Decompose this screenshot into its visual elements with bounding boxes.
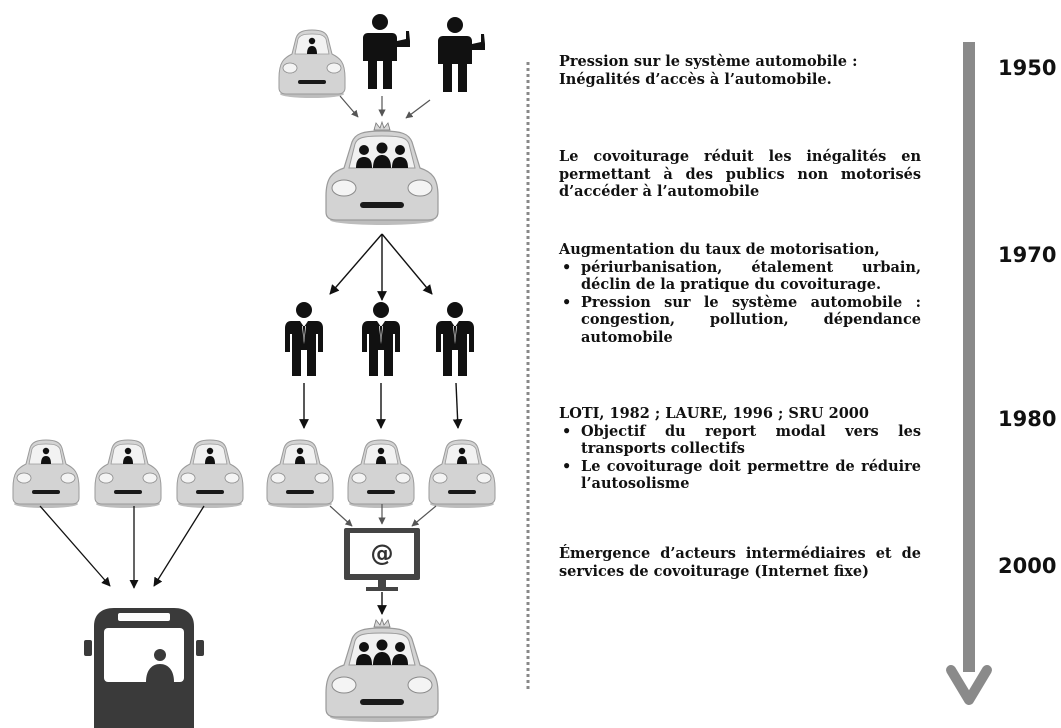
- text-block-4: LOTI, 1982 ; LAURE, 1996 ; SRU 2000 Obje…: [559, 405, 921, 493]
- block3-bullet: périurbanisation, étalement urbain, décl…: [559, 259, 921, 294]
- small-car-icon: [12, 439, 80, 509]
- businessman-icon: [285, 302, 323, 376]
- person-thumbs-up-icon: [363, 14, 410, 89]
- text-block-2: Le covoiturage réduit les inégalités en …: [559, 148, 921, 200]
- monitor-at-symbol: @: [371, 541, 394, 567]
- year-label: 1980: [998, 407, 1057, 431]
- arrow-icon: [329, 233, 383, 295]
- arrow-icon: [405, 99, 431, 119]
- person-thumbs-up-icon: [438, 17, 485, 92]
- businessman-icon: [362, 302, 400, 376]
- arrow-icon: [329, 505, 353, 527]
- text-block-1: Pression sur le système automobile : Iné…: [559, 53, 921, 88]
- small-car-icon: [94, 439, 162, 509]
- big-carpool-car-icon: [325, 618, 439, 723]
- arrow-icon: [411, 505, 437, 527]
- block3-heading: Augmentation du taux de motorisation,: [559, 241, 880, 258]
- arrow-icon: [339, 95, 359, 118]
- arrow-icon: [153, 505, 205, 587]
- block4-heading: LOTI, 1982 ; LAURE, 1996 ; SRU 2000: [559, 405, 869, 422]
- bus-icon: [84, 608, 204, 728]
- small-car-icon: [266, 439, 334, 509]
- block1-line-2: Inégalités d’accès à l’automobile.: [559, 70, 832, 88]
- small-car-icon: [347, 439, 415, 509]
- small-car-icon: [176, 439, 244, 509]
- businessman-icon: [436, 302, 474, 376]
- year-label: 2000: [998, 554, 1057, 578]
- block3-bullet: Pression sur le système automobile : con…: [559, 294, 921, 347]
- arrow-icon: [452, 382, 463, 429]
- block4-bullet: Le covoiturage doit permettre de réduire…: [559, 458, 921, 493]
- computer-monitor-icon: @: [344, 528, 420, 591]
- small-car-icon: [278, 29, 346, 99]
- arrow-icon: [39, 505, 111, 587]
- text-block-3: Augmentation du taux de motorisation, pé…: [559, 241, 921, 346]
- block4-bullet: Objectif du report modal vers les transp…: [559, 423, 921, 458]
- year-label: 1970: [998, 243, 1057, 267]
- text-block-5: Émergence d’acteurs intermédiaires et de…: [559, 545, 921, 580]
- year-label: 1950: [998, 56, 1057, 80]
- timeline-arrow-icon: [946, 42, 992, 705]
- arrow-icon: [381, 233, 433, 295]
- small-car-icon: [428, 439, 496, 509]
- block1-line-1: Pression sur le système automobile :: [559, 53, 858, 70]
- big-carpool-car-icon: [325, 121, 439, 226]
